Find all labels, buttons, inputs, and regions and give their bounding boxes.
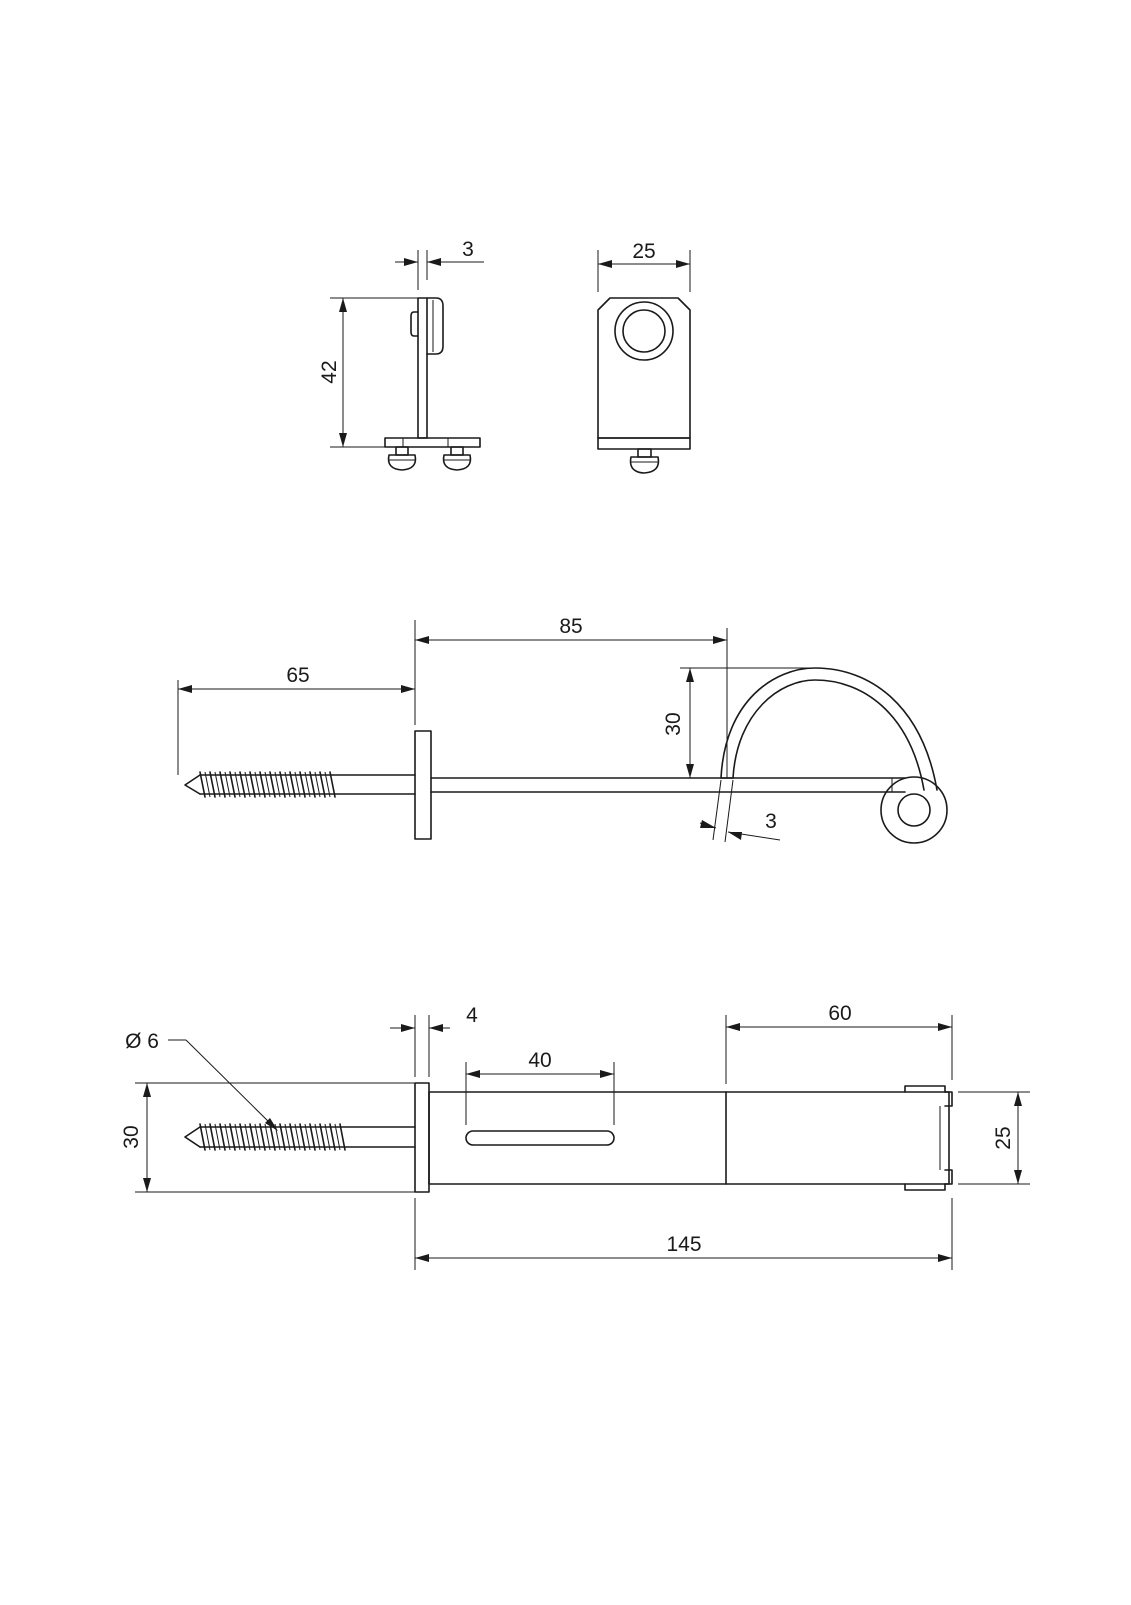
side-screw-left [387,446,417,471]
dim-text-front-width: 25 [632,240,655,263]
side-bracket-plate [417,297,428,439]
dim-text-slot-length: 40 [528,1049,551,1072]
dim-text-diameter: Ø 6 [125,1030,159,1053]
dim-elevation-screw-length: 65 [177,620,416,775]
elevation-wall-flange [414,730,432,840]
side-view: 3 42 [318,238,484,471]
elevation-screw-tip [184,774,201,795]
elevation-screw-thread [199,771,336,798]
dim-plan-plate-thickness: 4 [390,1004,478,1077]
dim-text-bar-width: 25 [992,1126,1015,1149]
dim-text-rod-thickness: 3 [765,810,777,833]
plan-bar [428,1091,950,1185]
plan-wall-flange [414,1082,430,1193]
dim-plan-diameter: Ø 6 [125,1030,278,1131]
side-base-plate [384,437,481,448]
plan-view: Ø 6 4 40 60 [120,1002,1030,1270]
dim-plan-plate-height: 30 [120,1082,415,1193]
side-ring-housing [426,297,444,355]
dim-front-width: 25 [597,240,691,292]
dim-text-hook-height: 30 [662,712,685,735]
dim-side-height: 42 [318,297,418,448]
front-ring-outer [614,301,674,361]
plan-end-cap [904,1085,953,1191]
front-view: 25 [597,240,691,474]
plan-slot [465,1130,615,1146]
elevation-hook-arc [720,667,938,791]
dim-plan-end-length: 60 [725,1002,953,1084]
dim-plan-slot-length: 40 [465,1049,615,1125]
dim-text-side-height: 42 [318,360,341,383]
front-screw [629,448,660,474]
elevation-end-loop-outer [880,776,948,844]
dim-text-end-length: 60 [828,1002,851,1025]
dim-plan-total-length: 145 [414,1198,953,1270]
front-bracket-plate [597,297,691,439]
elevation-view: 65 85 30 3 [177,615,948,844]
dim-elevation-hook-height: 30 [662,667,815,778]
dim-elevation-rod-thickness: 3 [699,779,781,843]
dim-text-reach: 85 [559,615,582,638]
dim-side-thickness: 3 [395,238,484,290]
dim-plan-bar-width: 25 [958,1091,1030,1185]
dim-text-side-thickness: 3 [462,238,474,261]
elevation-end-loop-inner [897,793,931,827]
plan-screw-tip [184,1126,201,1148]
side-screw-right [442,446,472,471]
dim-text-total-length: 145 [666,1233,701,1256]
dim-elevation-reach: 85 [415,615,728,778]
dim-text-screw-length: 65 [286,664,309,687]
plan-screw-thread [199,1123,346,1151]
front-ring-inner [622,309,666,353]
dim-text-plate-height: 30 [120,1125,143,1148]
dim-text-plate-thickness: 4 [466,1004,478,1027]
